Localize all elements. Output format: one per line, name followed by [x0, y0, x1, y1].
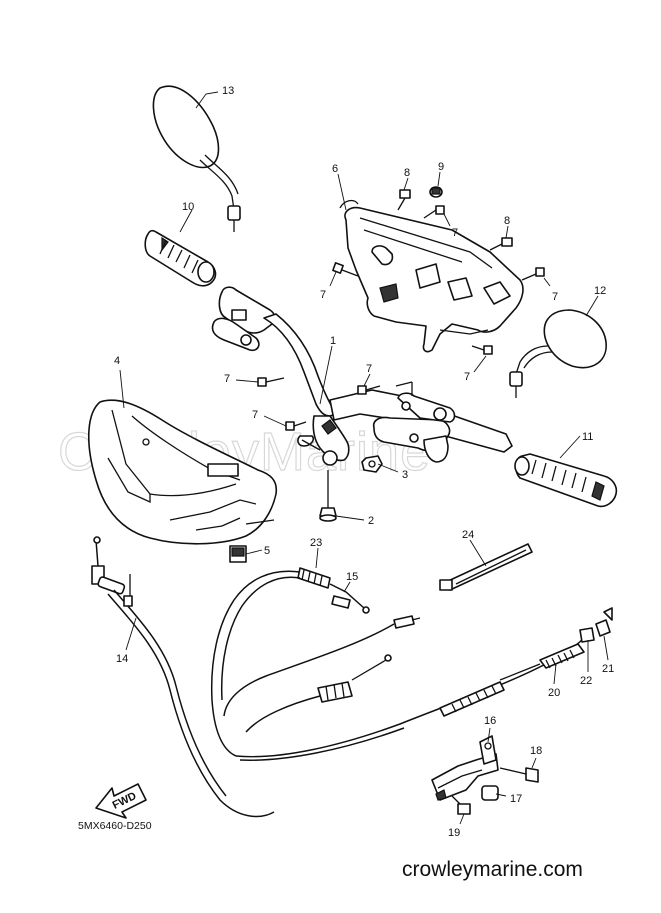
- callout-20: 20: [548, 687, 560, 699]
- rear-handle-cover: [339, 199, 524, 353]
- front-handle-cover: [87, 399, 278, 545]
- callout-15: 15: [346, 571, 358, 583]
- collar-17: [481, 785, 499, 801]
- bolt-18: [499, 767, 539, 783]
- screw-7-right: [521, 267, 545, 281]
- bracket-16: [431, 735, 499, 801]
- leader-lines: [119, 91, 609, 825]
- right-mirror: [509, 309, 607, 398]
- callout-23: 23: [310, 537, 322, 549]
- callout-7-left-cover: 7: [320, 289, 326, 301]
- callout-7-under-cover: 7: [464, 371, 470, 383]
- clip-5: [229, 545, 247, 563]
- callout-9: 9: [438, 161, 444, 173]
- callout-11: 11: [582, 431, 593, 443]
- callout-13: 13: [222, 85, 234, 97]
- screw-7-bar-left: [257, 377, 285, 387]
- callout-10: 10: [182, 201, 194, 213]
- cable-tie-24: [439, 543, 533, 591]
- cable-center-fittings: [245, 654, 505, 733]
- right-grip: [514, 453, 618, 508]
- nut-3: [361, 455, 383, 473]
- site-footer: crowleymarine.com: [402, 858, 583, 881]
- callout-22: 22: [580, 675, 592, 687]
- callout-1: 1: [330, 335, 336, 347]
- callout-6: 6: [332, 163, 338, 175]
- left-grip: [144, 229, 217, 287]
- brake-cable-14: [91, 536, 275, 818]
- callout-24: 24: [462, 529, 474, 541]
- throttle-cable-23: [210, 567, 370, 757]
- callout-16: 16: [484, 715, 496, 727]
- screw-8-top: [397, 189, 411, 211]
- callout-7-bar-left: 7: [224, 373, 230, 385]
- bolt-2: [319, 470, 337, 522]
- callout-17: 17: [510, 793, 522, 805]
- cable-15-long: [223, 615, 585, 761]
- left-mirror: [152, 85, 241, 232]
- callout-7-bar-lower: 7: [252, 409, 258, 421]
- callout-7-bar-mid: 7: [366, 363, 372, 375]
- right-throttle-housing: [372, 381, 456, 463]
- spring-20: [499, 643, 585, 681]
- callout-12: 12: [594, 285, 606, 297]
- left-switch-housing: [211, 286, 276, 352]
- screw-9: [429, 186, 443, 198]
- callout-4: 4: [114, 355, 120, 367]
- adjuster-22: [579, 627, 595, 643]
- callout-19: 19: [448, 827, 460, 839]
- callout-21: 21: [602, 663, 614, 675]
- callout-5: 5: [264, 545, 270, 557]
- callout-14: 14: [116, 653, 128, 665]
- diagram-code: 5MX6460-D250: [78, 820, 152, 832]
- screw-7-top: [423, 205, 445, 219]
- callout-labels: 13 10 6 8 9 7 8 7 7 12 7 1 7 7 7 4 11 3 …: [114, 85, 614, 839]
- callout-7-right: 7: [552, 291, 558, 303]
- fwd-arrow-icon: FWD: [95, 783, 147, 819]
- wing-nut-21: [595, 607, 613, 637]
- screw-7-left-cover: [332, 262, 359, 277]
- callout-3: 3: [402, 469, 408, 481]
- screw-7-under-cover: [471, 345, 493, 355]
- callout-2: 2: [368, 515, 374, 527]
- callout-18: 18: [530, 745, 542, 757]
- screw-8-right: [489, 237, 513, 251]
- callout-7-top: 7: [452, 227, 458, 239]
- screw-7-bar-mid: [357, 385, 381, 395]
- callout-8-right: 8: [504, 215, 510, 227]
- callout-8-top: 8: [404, 167, 410, 179]
- bolt-19: [451, 795, 471, 815]
